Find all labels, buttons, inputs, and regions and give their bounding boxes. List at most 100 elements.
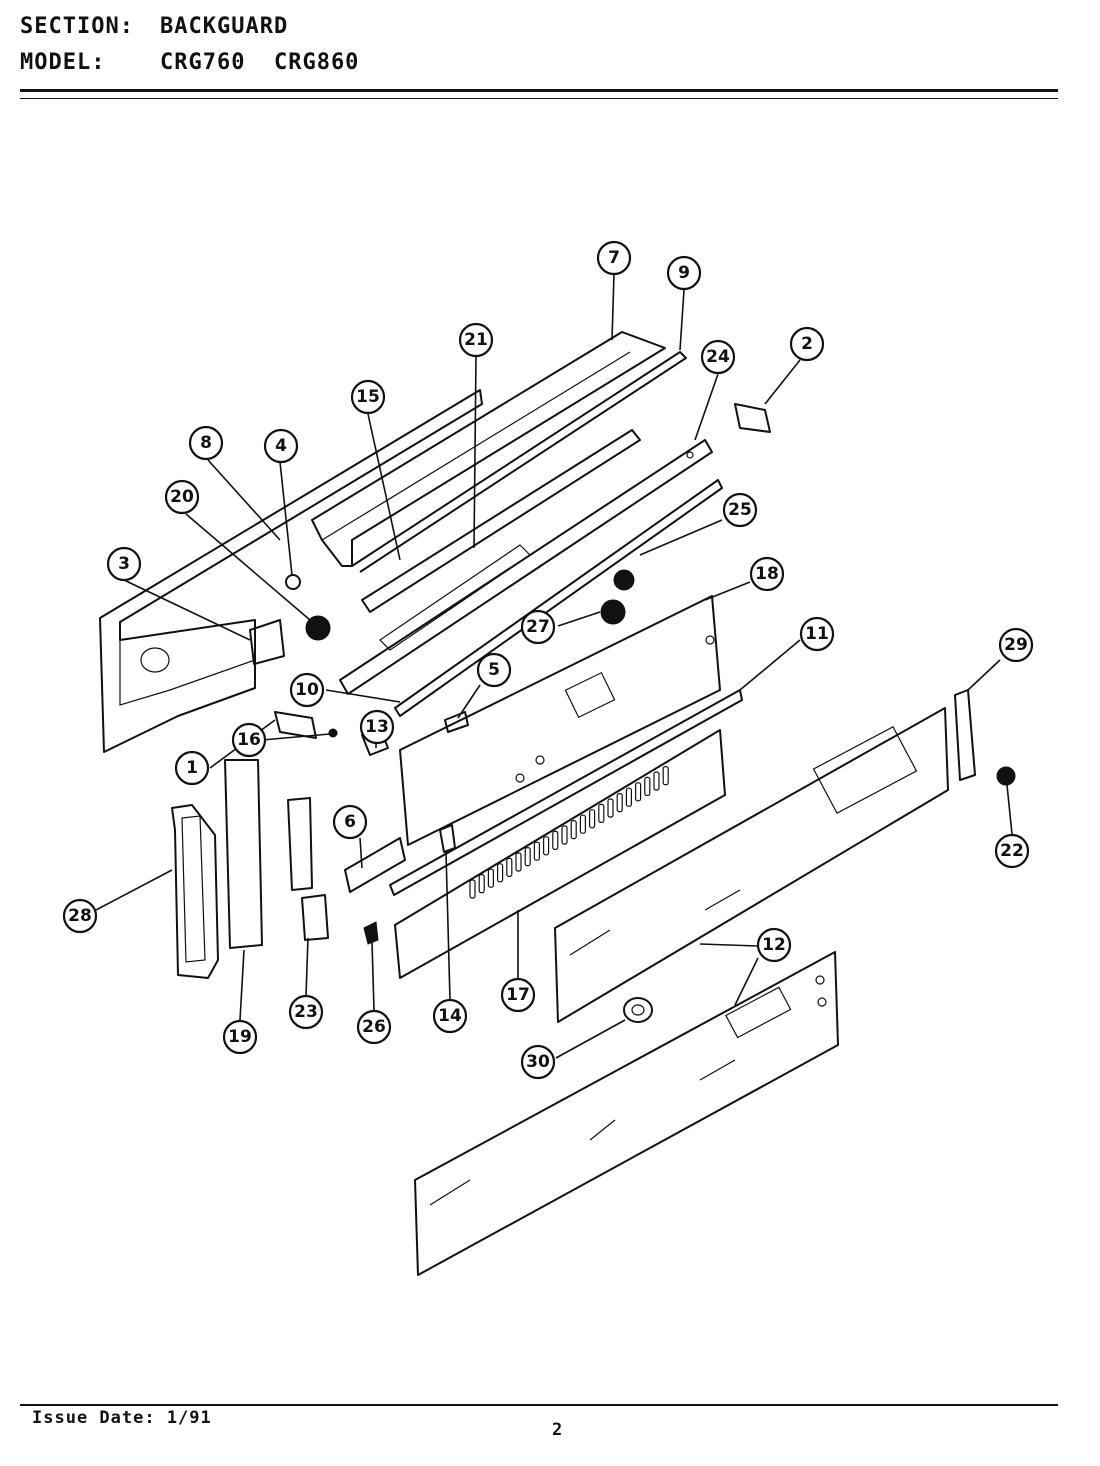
vent-slot [478,873,485,894]
leader-lines [95,273,1013,1059]
vent-slot [469,879,476,899]
callout-17: 17 [500,977,536,1013]
callout-3: 3 [106,546,142,582]
svg-text:27: 27 [526,617,550,637]
glass-panel-upper [554,707,949,1023]
callout-19: 19 [222,1019,258,1055]
svg-text:17: 17 [506,985,530,1005]
callout-8: 8 [188,425,224,461]
vent-slot [487,868,494,888]
section-label: SECTION: [20,14,134,39]
svg-text:11: 11 [805,624,829,644]
callout-20: 20 [164,479,200,515]
svg-text:4: 4 [275,436,287,456]
vent-slot [579,814,587,834]
callout-2: 2 [789,326,825,362]
issue-date: Issue Date: 1/91 [32,1408,212,1428]
end-cap-28 [171,804,219,979]
rod-assembly [361,429,641,651]
vent-slot [598,803,605,824]
svg-text:12: 12 [762,935,786,955]
grommet-4 [285,574,301,590]
callout-24: 24 [700,339,736,375]
svg-text:3: 3 [118,554,130,574]
screw-26 [363,921,379,945]
svg-text:1: 1 [186,758,198,778]
switch-knob-upper [613,569,635,591]
vent-slot [644,776,651,797]
model-values: CRG760 CRG860 [160,50,360,75]
callout-22: 22 [994,833,1030,869]
model-heading: MODEL:CRG760 CRG860 [20,50,359,75]
rail-24 [339,439,713,695]
clip-14 [439,824,456,853]
vent-slot [634,782,642,802]
callout-4: 4 [263,428,299,464]
strip-11 [389,689,743,896]
callout-23: 23 [288,994,324,1030]
svg-text:30: 30 [526,1052,550,1072]
vent-slot [542,836,550,856]
vent-slot [662,765,669,786]
header-rule-thick [20,89,1058,92]
callout-26: 26 [356,1009,392,1045]
vent-slot [616,792,623,813]
svg-text:20: 20 [170,487,194,507]
callout-1: 1 [174,750,210,786]
switch-knob-27 [600,599,626,625]
vent-slot [497,863,504,883]
rear-panel [99,389,483,753]
callout-11: 11 [799,616,835,652]
callout-10: 10 [289,672,325,708]
control-panel-18 [399,595,721,846]
svg-text:8: 8 [200,433,212,453]
callout-13: 13 [359,709,395,745]
svg-text:18: 18 [755,564,779,584]
end-strip-29 [954,689,976,781]
callout-28: 28 [62,898,98,934]
knob-20 [305,615,331,641]
header-rule-thin [20,98,1058,99]
callout-7: 7 [596,240,632,276]
vent-slot [625,787,633,807]
svg-text:23: 23 [294,1002,318,1022]
rail-25 [394,479,723,717]
callout-27: 27 [520,609,556,645]
callout-25: 25 [722,492,758,528]
callout-12: 12 [756,927,792,963]
callout-18: 18 [749,556,785,592]
svg-text:15: 15 [356,387,380,407]
svg-text:13: 13 [365,717,389,737]
svg-text:25: 25 [728,500,752,520]
vent-slot [533,841,541,861]
callout-9: 9 [666,255,702,291]
svg-text:10: 10 [295,680,319,700]
vent-slot [588,809,596,829]
knob-30 [623,997,653,1023]
svg-text:6: 6 [344,812,356,832]
page-number: 2 [552,1420,563,1440]
clip-1 [274,711,317,739]
svg-text:26: 26 [362,1017,386,1037]
callout-6: 6 [332,804,368,840]
svg-text:21: 21 [464,330,488,350]
bulb-5 [444,711,469,733]
svg-text:29: 29 [1004,635,1028,655]
vent-slot [515,852,522,872]
vent-slot [570,819,577,840]
vent-slot [524,846,531,867]
front-glass-panel [414,951,839,1276]
callout-group: 7 9 21 2 24 15 8 4 20 25 3 18 27 11 29 5… [62,240,1034,1080]
screw-16 [328,728,338,738]
callout-16: 16 [231,722,267,758]
footer-rule [20,1404,1058,1406]
callout-21: 21 [458,322,494,358]
bracket-2 [734,403,771,433]
vent-slot [607,798,614,818]
callout-30: 30 [520,1044,556,1080]
section-heading: SECTION:BACKGUARD [20,14,288,39]
bracket-6 [344,837,406,893]
vent-slot [552,830,559,851]
knob-22 [996,766,1016,786]
